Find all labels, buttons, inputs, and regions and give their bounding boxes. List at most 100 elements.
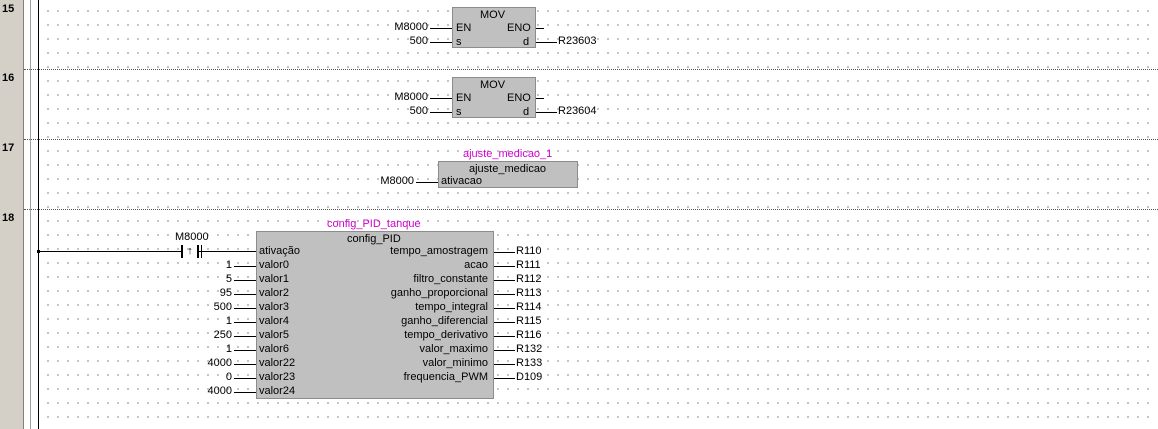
pin-valor-minimo: valor_minimo xyxy=(422,357,488,369)
wire xyxy=(234,392,256,393)
wire xyxy=(536,28,544,29)
pin-ativacao: ativação xyxy=(259,245,300,257)
wire xyxy=(234,308,256,309)
output-operand[interactable]: R115 xyxy=(516,315,542,327)
output-operand[interactable]: R111 xyxy=(516,259,541,271)
wire xyxy=(494,280,515,281)
wire xyxy=(234,350,256,351)
fb-instance-name[interactable]: ajuste_medicao_1 xyxy=(463,148,553,160)
input-value[interactable]: 1 xyxy=(225,343,232,355)
wire xyxy=(494,308,515,309)
contact-label[interactable]: M8000 xyxy=(394,21,428,33)
row-number-16[interactable]: 16 xyxy=(2,72,15,84)
output-operand[interactable]: R116 xyxy=(516,329,542,341)
mov-block-title: MOV xyxy=(480,9,506,21)
pin-valor0: valor0 xyxy=(259,259,289,271)
row-number-gutter xyxy=(0,0,24,429)
input-value[interactable]: 1 xyxy=(225,259,232,271)
wire xyxy=(430,112,452,113)
pin-valor22: valor22 xyxy=(259,357,296,369)
pin-valor5: valor5 xyxy=(259,329,289,341)
wire xyxy=(494,252,515,253)
output-operand[interactable]: R132 xyxy=(516,343,543,355)
rung-separator xyxy=(24,209,1158,210)
wire xyxy=(234,364,256,365)
output-operand[interactable]: R110 xyxy=(516,245,542,257)
wire xyxy=(494,378,515,379)
wire xyxy=(234,378,256,379)
left-gutter-line xyxy=(30,0,31,429)
pin-tempo-derivativo: tempo_derivativo xyxy=(404,329,488,341)
dest-operand[interactable]: R23604 xyxy=(558,105,597,117)
function-block-title: ajuste_medicao xyxy=(469,163,547,175)
rung-separator xyxy=(24,69,1158,70)
wire xyxy=(234,266,256,267)
input-value[interactable]: 250 xyxy=(213,329,232,341)
wire xyxy=(536,112,557,113)
fb-instance-name[interactable]: config_PID_tanque xyxy=(327,218,421,230)
en-pin-label: EN xyxy=(456,22,472,34)
row-number-17[interactable]: 17 xyxy=(2,142,15,154)
output-operand[interactable]: R133 xyxy=(516,357,543,369)
function-block-ajuste-medicao[interactable] xyxy=(438,161,578,188)
wire xyxy=(234,322,256,323)
mov-block[interactable] xyxy=(452,77,536,118)
wire xyxy=(494,294,515,295)
wire xyxy=(38,251,181,252)
wire xyxy=(430,42,452,43)
wire xyxy=(234,336,256,337)
s-pin-label: s xyxy=(456,36,462,48)
contact-tick xyxy=(201,245,202,258)
output-operand[interactable]: R114 xyxy=(516,301,542,313)
input-value[interactable]: 500 xyxy=(213,301,232,313)
pin-ganho-diferencial: ganho_diferencial xyxy=(401,315,488,327)
input-value[interactable]: 5 xyxy=(225,273,232,285)
pin-valor24: valor24 xyxy=(259,385,296,397)
pin-valor-maximo: valor_maximo xyxy=(419,343,488,355)
eno-pin-label: ENO xyxy=(507,92,531,104)
row-number-18[interactable]: 18 xyxy=(2,212,15,224)
mov-block[interactable] xyxy=(452,7,536,48)
ladder-grid-background xyxy=(40,0,1154,429)
input-value[interactable]: 4000 xyxy=(207,357,232,369)
pin-acao: acao xyxy=(464,259,488,271)
row-number-15[interactable]: 15 xyxy=(2,3,15,15)
pin-filtro-constante: filtro_constante xyxy=(413,273,488,285)
output-operand[interactable]: D109 xyxy=(516,371,543,383)
pin-valor4: valor4 xyxy=(259,315,289,327)
rail-junction xyxy=(37,250,40,253)
wire xyxy=(494,266,515,267)
wire xyxy=(430,98,452,99)
pin-tempo-integral: tempo_integral xyxy=(415,301,488,313)
wire xyxy=(234,294,256,295)
pin-valor3: valor3 xyxy=(259,301,289,313)
rising-edge-contact[interactable]: ↑ xyxy=(181,245,199,258)
wire xyxy=(494,364,515,365)
pin-frequencia-pwm: frequencia_PWM xyxy=(403,371,488,383)
input-value[interactable]: 4000 xyxy=(207,385,232,397)
pin-valor1: valor1 xyxy=(259,273,289,285)
function-block-config-pid[interactable] xyxy=(256,231,494,399)
source-operand[interactable]: 500 xyxy=(409,105,428,117)
wire xyxy=(416,182,438,183)
input-value[interactable]: 0 xyxy=(225,371,232,383)
d-pin-label: d xyxy=(523,36,530,48)
wire xyxy=(494,322,515,323)
input-value[interactable]: 1 xyxy=(225,315,232,327)
output-operand[interactable]: R112 xyxy=(516,273,542,285)
wire xyxy=(199,251,256,252)
source-operand[interactable]: 500 xyxy=(409,35,428,47)
pin-valor2: valor2 xyxy=(259,287,289,299)
dest-operand[interactable]: R23603 xyxy=(558,35,597,47)
contact-label[interactable]: M8000 xyxy=(394,91,428,103)
ativacao-pin-label: ativacao xyxy=(441,175,482,187)
wire xyxy=(430,28,452,29)
left-power-rail xyxy=(38,0,39,429)
contact-label[interactable]: M8000 xyxy=(175,231,209,243)
contact-label[interactable]: M8000 xyxy=(380,175,414,187)
output-operand[interactable]: R113 xyxy=(516,287,542,299)
input-value[interactable]: 95 xyxy=(219,287,232,299)
wire xyxy=(536,98,544,99)
pin-ganho-proporcional: ganho_proporcional xyxy=(390,287,488,299)
en-pin-label: EN xyxy=(456,92,472,104)
